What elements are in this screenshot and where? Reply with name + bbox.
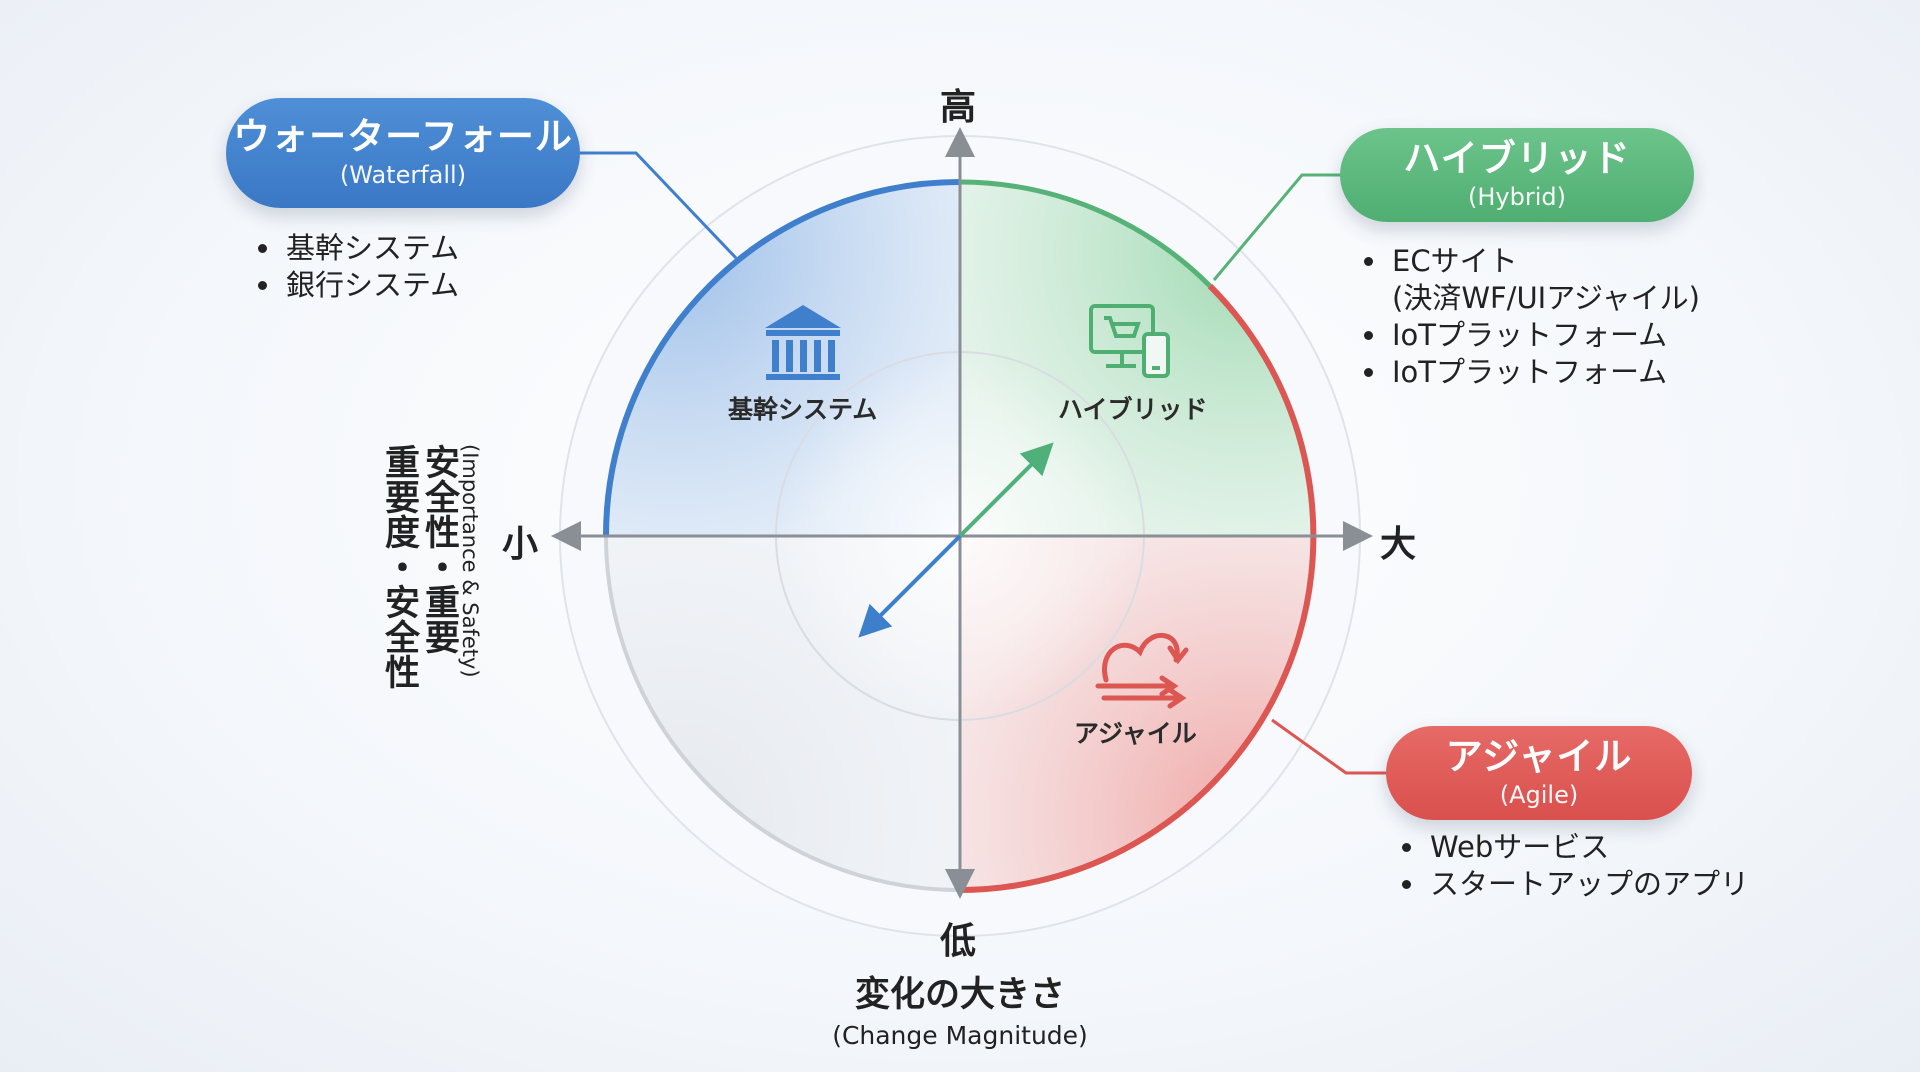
list-item: スタートアップのアプリ bbox=[1396, 866, 1749, 903]
hybrid-center-label: ハイブリッド bbox=[1058, 395, 1208, 424]
bank-building-icon bbox=[765, 305, 841, 380]
axis-label-large: 大 bbox=[1380, 524, 1417, 565]
x-axis-title-en: (Change Magnitude) bbox=[832, 1021, 1088, 1050]
hybrid-examples: ECサイト (決済WF/UIアジャイル) IoTプラットフォーム IoTプラット… bbox=[1358, 243, 1700, 391]
axis-label-high: 高 bbox=[940, 87, 977, 128]
list-item: ECサイト bbox=[1358, 243, 1700, 280]
agile-arc bbox=[959, 283, 1317, 893]
list-item: 銀行システム bbox=[252, 267, 459, 304]
list-item: IoTプラットフォーム bbox=[1358, 317, 1700, 354]
hybrid-label-pill: ハイブリッド (Hybrid) bbox=[1340, 128, 1694, 222]
waterfall-subtitle: (Waterfall) bbox=[339, 161, 467, 190]
waterfall-examples: 基幹システム 銀行システム bbox=[252, 230, 459, 304]
agile-label-pill: アジャイル (Agile) bbox=[1386, 726, 1692, 820]
y-axis-title-line1: 重要度・安全性 bbox=[379, 444, 419, 689]
list-item: Webサービス bbox=[1396, 829, 1749, 866]
waterfall-label-pill: ウォーターフォール (Waterfall) bbox=[226, 98, 580, 208]
list-item-continuation: (決済WF/UIアジャイル) bbox=[1392, 281, 1700, 315]
x-axis-title: 変化の大きさ (Change Magnitude) bbox=[660, 966, 1260, 1050]
iteration-loop-icon bbox=[1095, 633, 1189, 709]
agile-title: アジャイル bbox=[1445, 734, 1633, 778]
y-axis-title-line2: 安全性・重要 bbox=[419, 444, 459, 654]
list-item: 基幹システム bbox=[252, 230, 459, 267]
agile-center-label: アジャイル bbox=[1074, 719, 1197, 748]
hybrid-connector bbox=[1212, 173, 1340, 281]
axis-label-small: 小 bbox=[502, 524, 539, 565]
hybrid-title: ハイブリッド bbox=[1403, 136, 1631, 180]
agile-subtitle: (Agile) bbox=[1499, 781, 1579, 810]
low-arc bbox=[604, 535, 961, 892]
waterfall-center-label: 基幹システム bbox=[728, 395, 878, 424]
agile-examples: Webサービス スタートアップのアプリ bbox=[1396, 829, 1749, 903]
x-axis-title-jp: 変化の大きさ bbox=[854, 975, 1065, 1015]
y-axis-title-en: (Importance & Safety) bbox=[458, 444, 482, 678]
y-axis-title: 安全性・重要 重要度・安全性 (Importance & Safety) bbox=[360, 444, 496, 704]
waterfall-connector bbox=[580, 151, 738, 260]
diagonal-arrow-down bbox=[858, 534, 962, 638]
list-item: IoTプラットフォーム bbox=[1358, 354, 1700, 391]
waterfall-arc bbox=[603, 179, 961, 537]
diagonal-arrow-up bbox=[958, 442, 1054, 538]
hybrid-arc bbox=[959, 179, 1212, 288]
computer-cart-mobile-icon bbox=[1089, 304, 1170, 378]
axis-label-low: 低 bbox=[940, 921, 977, 962]
hybrid-subtitle: (Hybrid) bbox=[1468, 183, 1566, 212]
agile-connector bbox=[1271, 718, 1386, 775]
waterfall-title: ウォーターフォール bbox=[233, 114, 573, 158]
